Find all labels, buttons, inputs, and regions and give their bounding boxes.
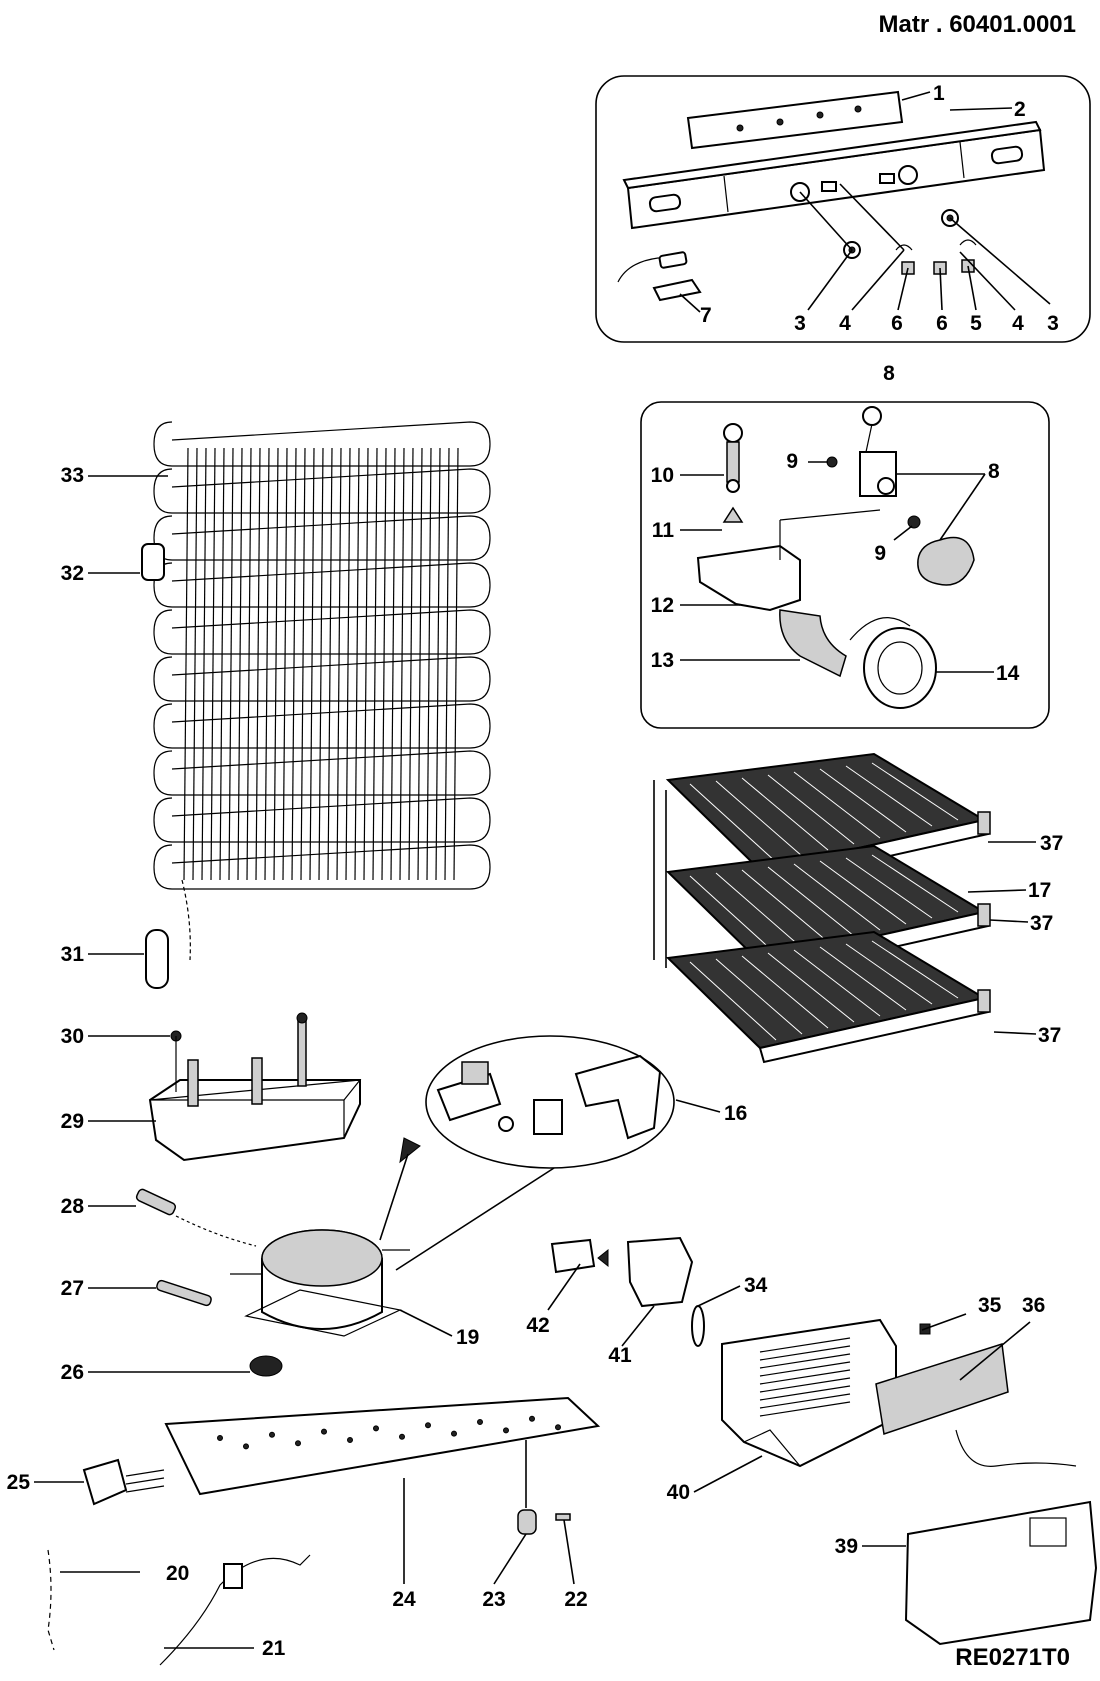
label-part-29: 29 bbox=[61, 1110, 84, 1133]
label-part-40: 40 bbox=[667, 1481, 690, 1504]
label-part-5: 5 bbox=[970, 312, 982, 335]
label-part-30: 30 bbox=[61, 1025, 84, 1048]
label-part-14: 14 bbox=[996, 662, 1020, 685]
label-part-24: 24 bbox=[392, 1588, 416, 1611]
base-plate-part bbox=[164, 1396, 601, 1496]
label-part-6-left: 6 bbox=[891, 312, 903, 335]
label-part-33: 33 bbox=[61, 464, 84, 487]
wire-shelves bbox=[665, 752, 991, 1064]
label-part-37-middle: 37 bbox=[1030, 912, 1053, 935]
label-part-28: 28 bbox=[61, 1195, 85, 1218]
fan-motor-group: 10 11 12 13 14 8 9 9 bbox=[640, 401, 1050, 729]
fan-housing-part bbox=[696, 544, 801, 612]
compressor-cover-group: 30 29 bbox=[61, 1012, 362, 1162]
filter-drier-part bbox=[141, 543, 165, 581]
label-part-34: 34 bbox=[744, 1274, 768, 1297]
drawing-code: RE0271T0 bbox=[955, 1644, 1070, 1671]
label-part-42: 42 bbox=[526, 1314, 549, 1337]
relay-callout-ellipse bbox=[425, 1035, 675, 1169]
material-code: Matr . 60401.0001 bbox=[879, 11, 1076, 38]
label-part-26: 26 bbox=[61, 1361, 84, 1384]
label-part-17: 17 bbox=[1028, 879, 1051, 902]
label-part-36: 36 bbox=[1022, 1294, 1045, 1317]
label-part-3-left: 3 bbox=[794, 312, 806, 335]
control-panel-callout-frame bbox=[595, 75, 1091, 343]
label-part-22: 22 bbox=[564, 1588, 587, 1611]
base-plate-group: 25 24 23 22 bbox=[7, 1396, 601, 1611]
label-part-16: 16 bbox=[724, 1102, 747, 1125]
control-panel-group: 1 2 3 4 6 6 5 4 3 7 bbox=[595, 75, 1091, 343]
panel-strip-part bbox=[686, 90, 904, 150]
relay-group: 16 bbox=[379, 1035, 747, 1271]
label-part-9-bottom: 9 bbox=[874, 542, 886, 565]
control-board-part bbox=[875, 1343, 1009, 1435]
label-part-37-bottom: 37 bbox=[1038, 1024, 1061, 1047]
label-part-27: 27 bbox=[61, 1277, 84, 1300]
label-part-1: 1 bbox=[933, 82, 945, 105]
label-part-8-top: 8 bbox=[883, 362, 895, 385]
label-part-6-right: 6 bbox=[936, 312, 948, 335]
label-part-39: 39 bbox=[835, 1535, 858, 1558]
shelves-group: 37 17 37 37 bbox=[653, 752, 1063, 1064]
label-part-4-right: 4 bbox=[1012, 312, 1024, 335]
accumulator-part bbox=[145, 929, 169, 989]
label-part-2: 2 bbox=[1014, 98, 1026, 121]
fan-motor-callout-frame bbox=[640, 401, 1050, 729]
thermostat-part bbox=[82, 1458, 128, 1506]
label-part-25: 25 bbox=[7, 1471, 31, 1494]
label-part-31: 31 bbox=[61, 943, 85, 966]
label-part-32: 32 bbox=[61, 562, 84, 585]
label-part-19: 19 bbox=[456, 1326, 479, 1349]
label-part-9-top: 9 bbox=[786, 450, 798, 473]
label-part-12: 12 bbox=[651, 594, 674, 617]
label-part-37-top: 37 bbox=[1040, 832, 1063, 855]
label-part-7: 7 bbox=[700, 304, 712, 327]
compressor-group: 28 27 26 19 bbox=[61, 1188, 479, 1384]
label-part-41: 41 bbox=[608, 1344, 632, 1367]
label-part-35: 35 bbox=[978, 1294, 1002, 1317]
label-part-13: 13 bbox=[651, 649, 674, 672]
electronics-group: 42 41 34 35 36 40 39 bbox=[526, 1236, 1098, 1646]
label-part-3-right: 3 bbox=[1047, 312, 1059, 335]
label-part-4-left: 4 bbox=[839, 312, 851, 335]
label-part-23: 23 bbox=[482, 1588, 505, 1611]
electronic-box-part bbox=[904, 1500, 1098, 1646]
condenser-group: 33 32 31 bbox=[61, 421, 491, 989]
label-part-20: 20 bbox=[166, 1562, 189, 1585]
label-part-21: 21 bbox=[262, 1637, 286, 1660]
condenser-grid bbox=[153, 421, 491, 890]
power-cord-group: 20 21 bbox=[47, 1549, 311, 1666]
label-part-11: 11 bbox=[652, 519, 675, 542]
label-part-8: 8 bbox=[988, 460, 1000, 483]
label-part-10: 10 bbox=[651, 464, 674, 487]
electronic-housing-part bbox=[721, 1318, 897, 1468]
